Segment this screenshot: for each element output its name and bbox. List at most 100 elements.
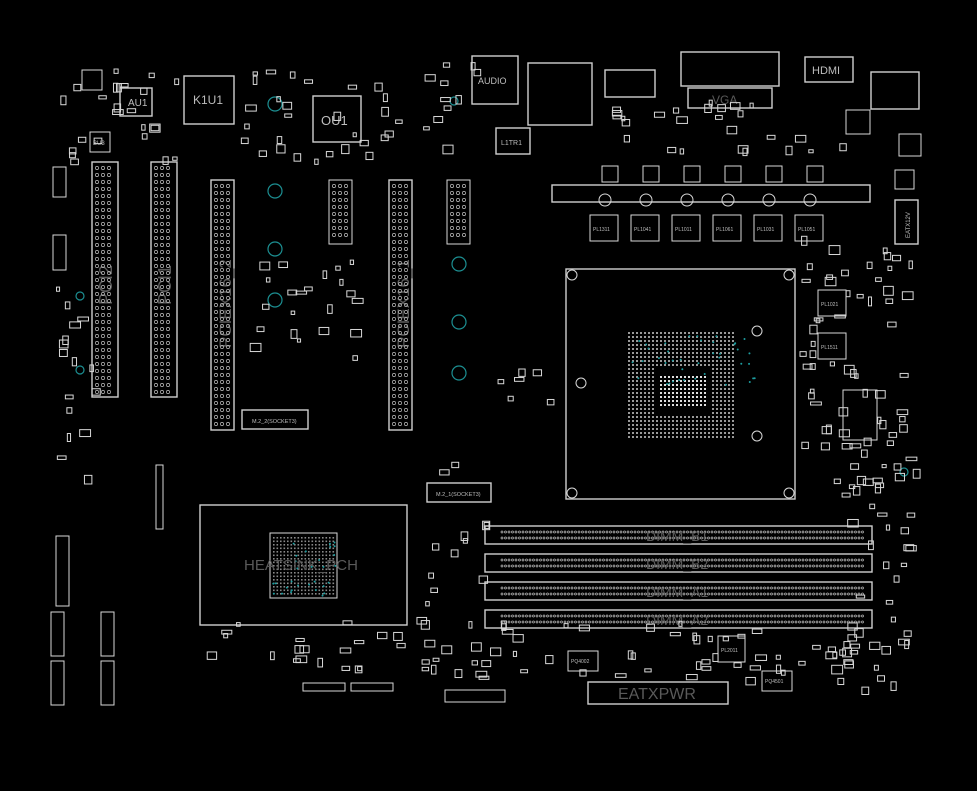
pin xyxy=(107,306,110,309)
smd-component xyxy=(382,107,389,116)
smd-component xyxy=(300,646,309,653)
smd-component xyxy=(802,279,810,282)
smd-component xyxy=(830,362,834,366)
smd-component xyxy=(891,682,896,691)
pin xyxy=(154,222,157,225)
header[interactable] xyxy=(53,167,66,197)
smd-component xyxy=(876,278,882,282)
pin xyxy=(404,415,407,418)
chip-eu1[interactable] xyxy=(846,110,870,134)
usb-connector[interactable] xyxy=(605,70,655,97)
smd-component xyxy=(628,651,632,659)
pin xyxy=(166,376,169,379)
smd-component xyxy=(811,341,815,346)
pin xyxy=(107,327,110,330)
pin xyxy=(220,219,223,222)
mount-hole xyxy=(82,70,102,90)
pin xyxy=(107,229,110,232)
lan-usb-connector[interactable] xyxy=(528,63,592,125)
pin xyxy=(154,348,157,351)
smd-component xyxy=(680,149,683,154)
mosfet xyxy=(766,166,782,182)
pin xyxy=(95,180,98,183)
pin xyxy=(226,247,229,250)
smd-component xyxy=(907,513,915,517)
pin xyxy=(404,408,407,411)
pin xyxy=(154,362,157,365)
pin xyxy=(226,415,229,418)
pin xyxy=(160,173,163,176)
pin xyxy=(107,355,110,358)
pin xyxy=(166,222,169,225)
header[interactable] xyxy=(101,661,114,705)
pin xyxy=(160,383,163,386)
smd-component xyxy=(670,632,680,635)
smd-component xyxy=(257,327,264,332)
pin xyxy=(404,205,407,208)
pin xyxy=(214,408,217,411)
smd-component xyxy=(829,246,840,255)
smd-component xyxy=(396,120,403,123)
pin xyxy=(392,240,395,243)
pin xyxy=(107,201,110,204)
smd-component xyxy=(513,651,516,656)
pin xyxy=(166,250,169,253)
smd-component xyxy=(884,286,894,295)
pin xyxy=(398,415,401,418)
header[interactable] xyxy=(51,661,64,705)
smd-component xyxy=(296,656,307,663)
header[interactable] xyxy=(56,536,69,606)
smd-component xyxy=(425,640,435,647)
smd-component xyxy=(840,144,846,151)
pin xyxy=(107,334,110,337)
pin xyxy=(332,212,335,215)
pin xyxy=(214,359,217,362)
pin xyxy=(398,184,401,187)
smd-component xyxy=(786,146,792,155)
smd-component xyxy=(776,665,780,673)
pin xyxy=(332,198,335,201)
pin xyxy=(220,380,223,383)
capacitor xyxy=(804,194,816,206)
smd-component xyxy=(702,660,710,664)
smd-component xyxy=(870,642,880,649)
header[interactable] xyxy=(445,690,505,702)
pin xyxy=(101,348,104,351)
mosfet xyxy=(602,166,618,182)
pin xyxy=(392,212,395,215)
pin xyxy=(95,236,98,239)
pin xyxy=(398,205,401,208)
smd-component xyxy=(452,462,459,467)
dvi-connector[interactable] xyxy=(681,52,779,86)
smd-component xyxy=(336,266,340,270)
smd-component xyxy=(723,637,728,641)
pin xyxy=(214,240,217,243)
pin xyxy=(166,187,169,190)
pin xyxy=(226,359,229,362)
smd-component xyxy=(613,107,621,112)
smd-component xyxy=(708,636,712,641)
smd-component xyxy=(149,73,154,77)
pin xyxy=(398,401,401,404)
pin xyxy=(166,390,169,393)
pin xyxy=(160,362,163,365)
pin xyxy=(101,355,104,358)
pin xyxy=(95,313,98,316)
pin xyxy=(398,352,401,355)
pin xyxy=(160,187,163,190)
smd-component xyxy=(383,94,387,102)
header[interactable] xyxy=(101,612,114,656)
smd-component xyxy=(151,125,159,130)
pin xyxy=(154,166,157,169)
smd-component xyxy=(455,670,462,678)
pin xyxy=(154,215,157,218)
usb-connector-right[interactable] xyxy=(871,72,919,109)
header[interactable] xyxy=(51,612,64,656)
pin xyxy=(344,198,347,201)
pin xyxy=(398,233,401,236)
smd-component xyxy=(342,145,349,154)
header[interactable] xyxy=(53,235,66,270)
smd-component xyxy=(443,145,453,154)
pin xyxy=(392,198,395,201)
